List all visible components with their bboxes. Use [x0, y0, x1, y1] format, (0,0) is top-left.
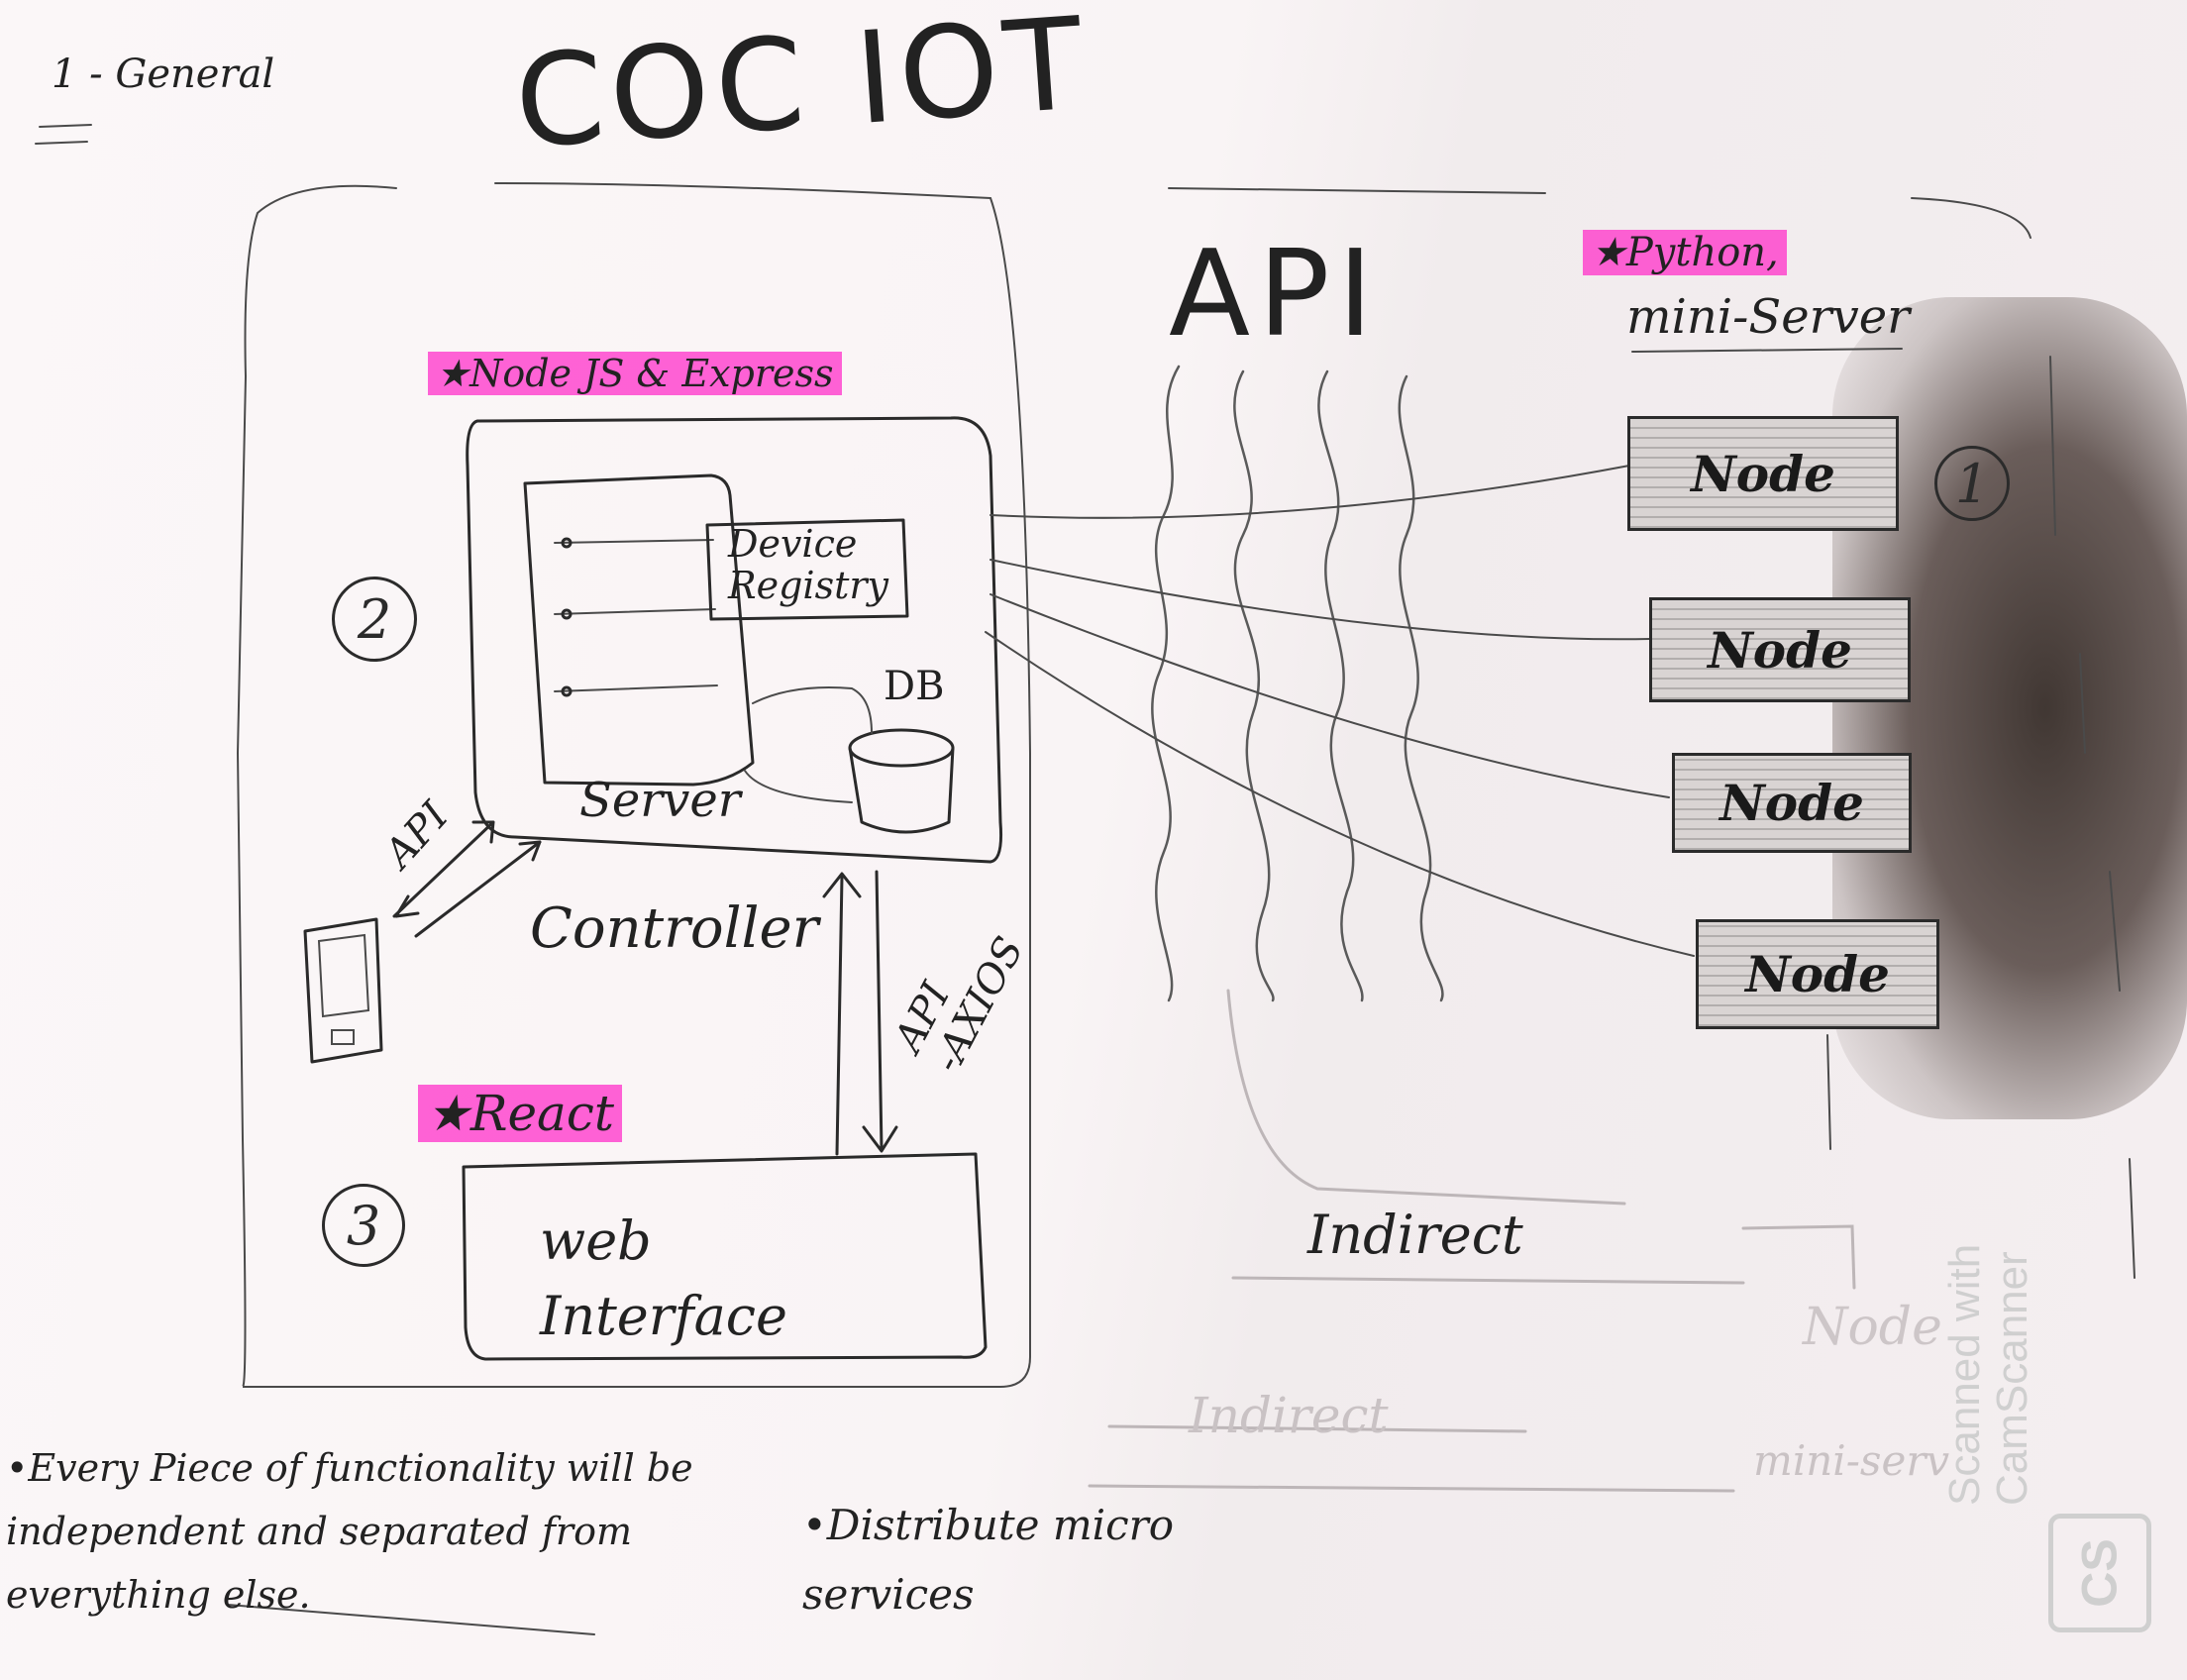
left-frame [236, 182, 1031, 1388]
db-connector [752, 686, 873, 734]
api-center-label: API [1169, 226, 1381, 364]
mini-server-underline [1631, 348, 1903, 353]
node-box-1: Node [1627, 416, 1899, 531]
link-node-2 [989, 559, 1650, 641]
rack-led-1 [561, 537, 573, 549]
controller-label: Controller [530, 896, 819, 961]
circle-number-2: 2 [332, 577, 417, 662]
mini-server-label: mini-Server [1626, 289, 1911, 345]
device-registry-label: Device Registry [728, 522, 888, 607]
web-interface-label: web Interface [540, 1209, 787, 1347]
bleed-box [1741, 1224, 1856, 1290]
rack-led-3 [561, 685, 573, 697]
arrow-phone-server-2 [414, 840, 542, 938]
react-label: ★React [418, 1085, 622, 1142]
camscanner-logo-text: CS [2072, 1538, 2128, 1608]
node-box-4: Node [1696, 919, 1939, 1029]
section-underline [35, 124, 92, 145]
note-independent: •Every Piece of functionality will be in… [6, 1446, 693, 1617]
camscanner-logo: CS [2048, 1514, 2151, 1632]
arrow-head-phone [394, 894, 420, 918]
db-body [848, 746, 955, 834]
arrow-server-to-web [862, 870, 898, 1153]
node-stem [1826, 1034, 1831, 1150]
device-registry-box [705, 518, 909, 621]
rack-slots [554, 539, 718, 692]
react-text: ★React [418, 1085, 622, 1142]
server-db-link [744, 770, 853, 803]
footer-scribble [227, 1604, 595, 1635]
api-wave-1 [1151, 365, 1181, 1002]
camscanner-watermark: Scanned with CamScanner [1940, 1243, 2036, 1506]
note-distribute: •Distribute micro services [802, 1501, 1174, 1619]
circle-number-3: 3 [322, 1184, 405, 1267]
bleed-node: Node [1803, 1298, 1942, 1357]
bleed-lines [1088, 1276, 1745, 1493]
api-wave-2 [1233, 369, 1275, 1002]
arrow-phone-server-up [392, 820, 495, 918]
rack-led-2 [561, 608, 573, 620]
link-node-4 [985, 631, 1695, 957]
db-label: DB [884, 664, 945, 709]
python-text: ★Python, [1583, 230, 1787, 275]
web-interface-box [462, 1152, 988, 1361]
node-express-text: ★Node JS & Express [428, 352, 842, 395]
indirect-label: Indirect [1307, 1204, 1523, 1266]
right-frame [1168, 187, 2135, 1279]
circle-number-1: 1 [1934, 446, 2010, 521]
node-box-3: Node [1672, 753, 1912, 853]
link-node-3 [989, 593, 1670, 798]
server-label: Server [579, 773, 741, 828]
arrow-web-to-server [822, 872, 862, 1156]
bleed-indirect: Indirect [1189, 1387, 1389, 1444]
link-node-1 [989, 465, 1630, 519]
api-wave-3 [1317, 369, 1364, 1002]
server-outer-box [466, 416, 1002, 864]
python-label: ★Python, [1583, 230, 1787, 275]
bleed-curve [1226, 989, 1626, 1206]
db-top [848, 728, 955, 768]
api-wave-4 [1398, 374, 1444, 1002]
phone-outline [303, 917, 383, 1064]
node-express-label: ★Node JS & Express [428, 352, 842, 395]
phone-screen [317, 933, 370, 1018]
bleed-mini: mini-serv [1753, 1436, 1950, 1485]
phone-button [331, 1029, 355, 1045]
section-label: 1 - General [52, 52, 275, 97]
node-box-2: Node [1649, 597, 1911, 702]
server-rack [523, 473, 755, 787]
